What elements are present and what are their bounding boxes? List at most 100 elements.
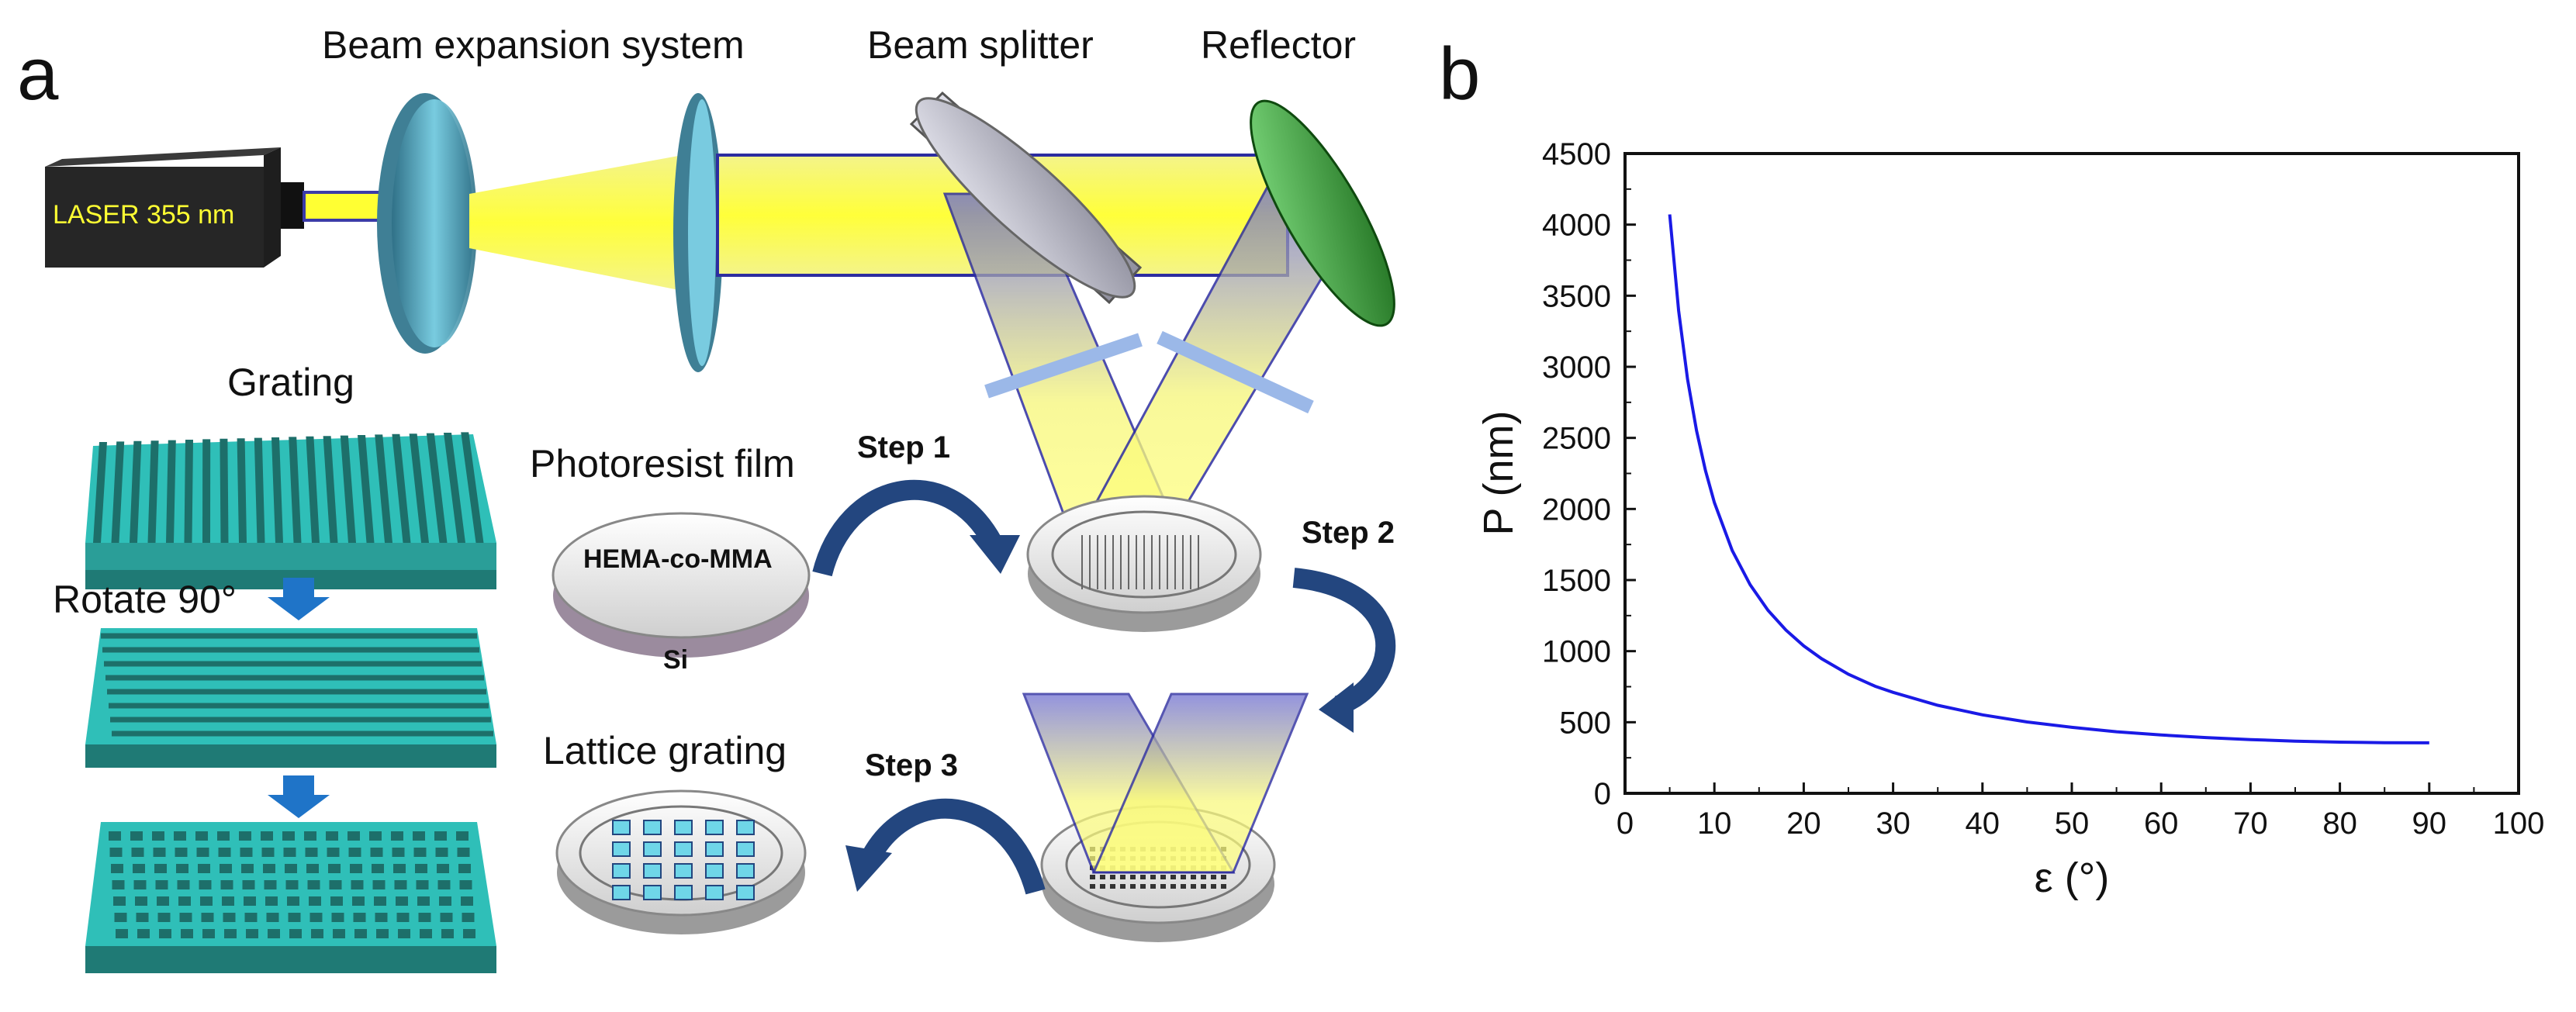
- x-tick-label: 10: [1697, 806, 1732, 841]
- hema-label: HEMA-co-MMA: [583, 544, 773, 574]
- lattice-post: [261, 848, 275, 857]
- y-tick-label: 4000: [1542, 209, 1611, 243]
- grating-ridge: [340, 435, 356, 543]
- exposure-dot: [1211, 884, 1216, 889]
- lattice-post: [348, 848, 361, 857]
- lattice-dot: [674, 863, 693, 879]
- exposure-dot: [1140, 875, 1146, 879]
- grating-ridge: [323, 436, 338, 543]
- lattice-post: [413, 848, 427, 857]
- lattice-post: [131, 848, 144, 857]
- lattice-dot: [736, 885, 755, 900]
- reflector-label: Reflector: [1201, 23, 1356, 67]
- lattice-post: [220, 880, 233, 889]
- x-tick-label: 80: [2322, 806, 2357, 841]
- lattice-post: [133, 864, 145, 873]
- exposure-dot: [1110, 884, 1115, 889]
- x-tick-label: 30: [1876, 806, 1910, 841]
- exposure-dot: [1130, 884, 1136, 889]
- lattice-post: [261, 831, 273, 841]
- y-tick-label: 2000: [1542, 492, 1611, 527]
- panel-a: a LASER 355 nm: [17, 23, 1396, 973]
- lattice-post: [457, 848, 470, 857]
- exposure-dot: [1191, 884, 1196, 889]
- lattice-post: [372, 880, 386, 889]
- y-tick-label: 3500: [1542, 279, 1611, 313]
- x-tick-label: 20: [1786, 806, 1821, 841]
- exposure-beam-right: [1091, 693, 1309, 874]
- panel-a-letter: a: [17, 33, 59, 116]
- exposure-dot: [1211, 875, 1216, 879]
- lattice-post: [199, 880, 212, 889]
- exposure-dot: [1090, 875, 1095, 879]
- lattice-post: [200, 896, 213, 906]
- lattice-post: [330, 896, 343, 906]
- lattice-post: [222, 896, 234, 906]
- exposure-dot: [1140, 884, 1146, 889]
- lattice-post: [282, 831, 295, 841]
- lattice-dot: [674, 885, 693, 900]
- lattice-post: [439, 896, 451, 906]
- lattice-post: [289, 929, 302, 938]
- lattice-post: [394, 880, 407, 889]
- lattice-dot: [643, 841, 662, 857]
- lattice-post: [396, 896, 408, 906]
- beam-expansion-label: Beam expansion system: [322, 23, 745, 67]
- lattice-post: [327, 848, 340, 857]
- panel-b-letter: b: [1439, 33, 1480, 116]
- lattice-post: [201, 913, 214, 922]
- exposure-dot: [1221, 875, 1226, 879]
- step-2-label: Step 2: [1302, 516, 1395, 550]
- grating-ridge: [130, 440, 142, 543]
- lattice-post: [202, 929, 215, 938]
- lattice-post: [306, 864, 319, 873]
- lattice-post: [354, 929, 367, 938]
- laser-aperture: [281, 182, 304, 229]
- grating-ridge: [271, 437, 283, 543]
- exposure-dot: [1181, 875, 1186, 879]
- lattice-post: [112, 880, 125, 889]
- lattice-post: [463, 929, 475, 938]
- exposure-dot: [1120, 884, 1125, 889]
- si-label: Si: [663, 645, 688, 675]
- grating-block-2: [85, 628, 496, 768]
- grating-ridge: [93, 442, 107, 543]
- lattice-post: [111, 864, 123, 873]
- step-3-arrow: [859, 798, 1046, 895]
- lattice-post: [462, 913, 475, 922]
- exposure-dot: [1170, 884, 1176, 889]
- grating-block-3: [85, 822, 496, 973]
- lattice-post: [374, 896, 386, 906]
- y-tick-label: 500: [1559, 706, 1611, 740]
- laser-device: LASER 355 nm: [45, 147, 304, 268]
- exposure-dot: [1191, 875, 1196, 879]
- exposure-disc-1: [1026, 495, 1262, 632]
- lattice-post: [244, 913, 258, 922]
- lattice-post: [352, 896, 365, 906]
- shutter-bar-left: [984, 333, 1143, 399]
- y-tick-label: 1500: [1542, 564, 1611, 598]
- lattice-post: [195, 831, 208, 841]
- lattice-post: [329, 880, 342, 889]
- lattice-post: [285, 864, 297, 873]
- x-tick-label: 60: [2144, 806, 2179, 841]
- x-tick-label: 50: [2055, 806, 2090, 841]
- lattice-post: [369, 831, 382, 841]
- x-tick-label: 100: [2493, 806, 2545, 841]
- grating-ridge: [166, 440, 176, 543]
- grating-ridge: [426, 433, 448, 543]
- grating-ridge: [289, 437, 302, 543]
- exposure-dot: [1090, 884, 1095, 889]
- y-tick-label: 1000: [1542, 635, 1611, 669]
- lattice-post: [130, 831, 143, 841]
- lattice-post: [392, 848, 405, 857]
- lattice-post: [440, 913, 453, 922]
- y-tick-label: 2500: [1542, 422, 1611, 456]
- step-2-arrow: [1292, 568, 1396, 716]
- series-line: [1668, 214, 2429, 744]
- y-tick-label: 3000: [1542, 351, 1611, 385]
- x-tick-label: 70: [2233, 806, 2268, 841]
- lattice-post: [376, 929, 389, 938]
